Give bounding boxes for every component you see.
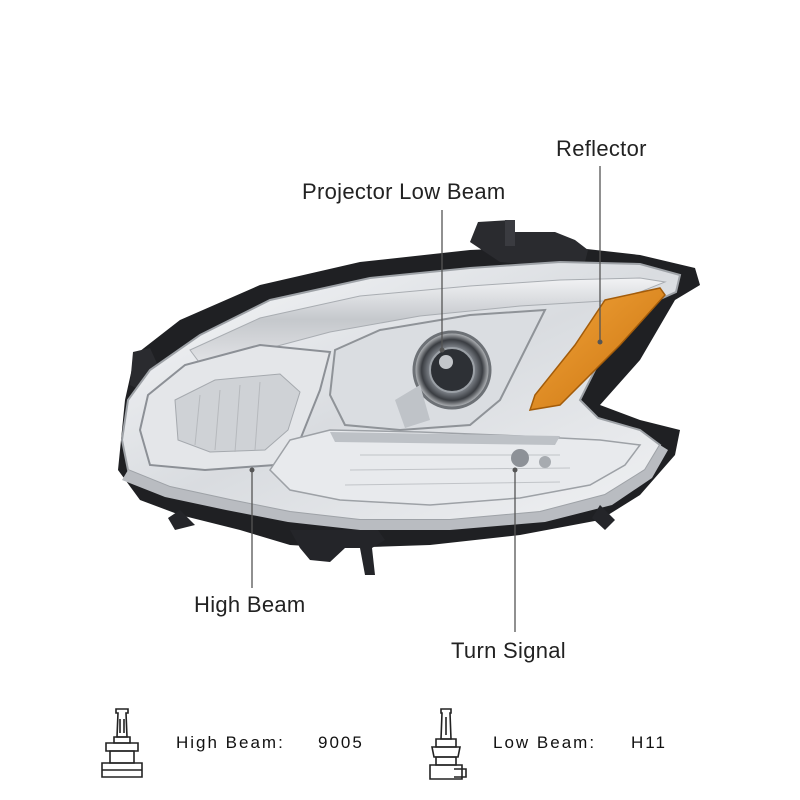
- turn-signal-area: [269, 429, 642, 506]
- callout-projector-low-beam: Projector Low Beam: [302, 179, 506, 204]
- spec-low-beam-value: H11: [631, 733, 667, 752]
- bottom-mount: [290, 530, 385, 575]
- callout-high-beam: High Beam: [194, 592, 306, 617]
- spec-high-beam-label: High Beam:: [176, 733, 285, 752]
- callout-reflector: Reflector: [556, 136, 647, 161]
- amber-reflector: [528, 287, 666, 411]
- spec-high-beam-value: 9005: [318, 733, 364, 752]
- callout-turn-signal: Turn Signal: [451, 638, 566, 663]
- bulb-h11-icon: [429, 708, 467, 780]
- bulb-9005-icon: [101, 708, 143, 778]
- spec-low-beam-label: Low Beam:: [493, 733, 597, 752]
- top-bracket: [470, 220, 588, 268]
